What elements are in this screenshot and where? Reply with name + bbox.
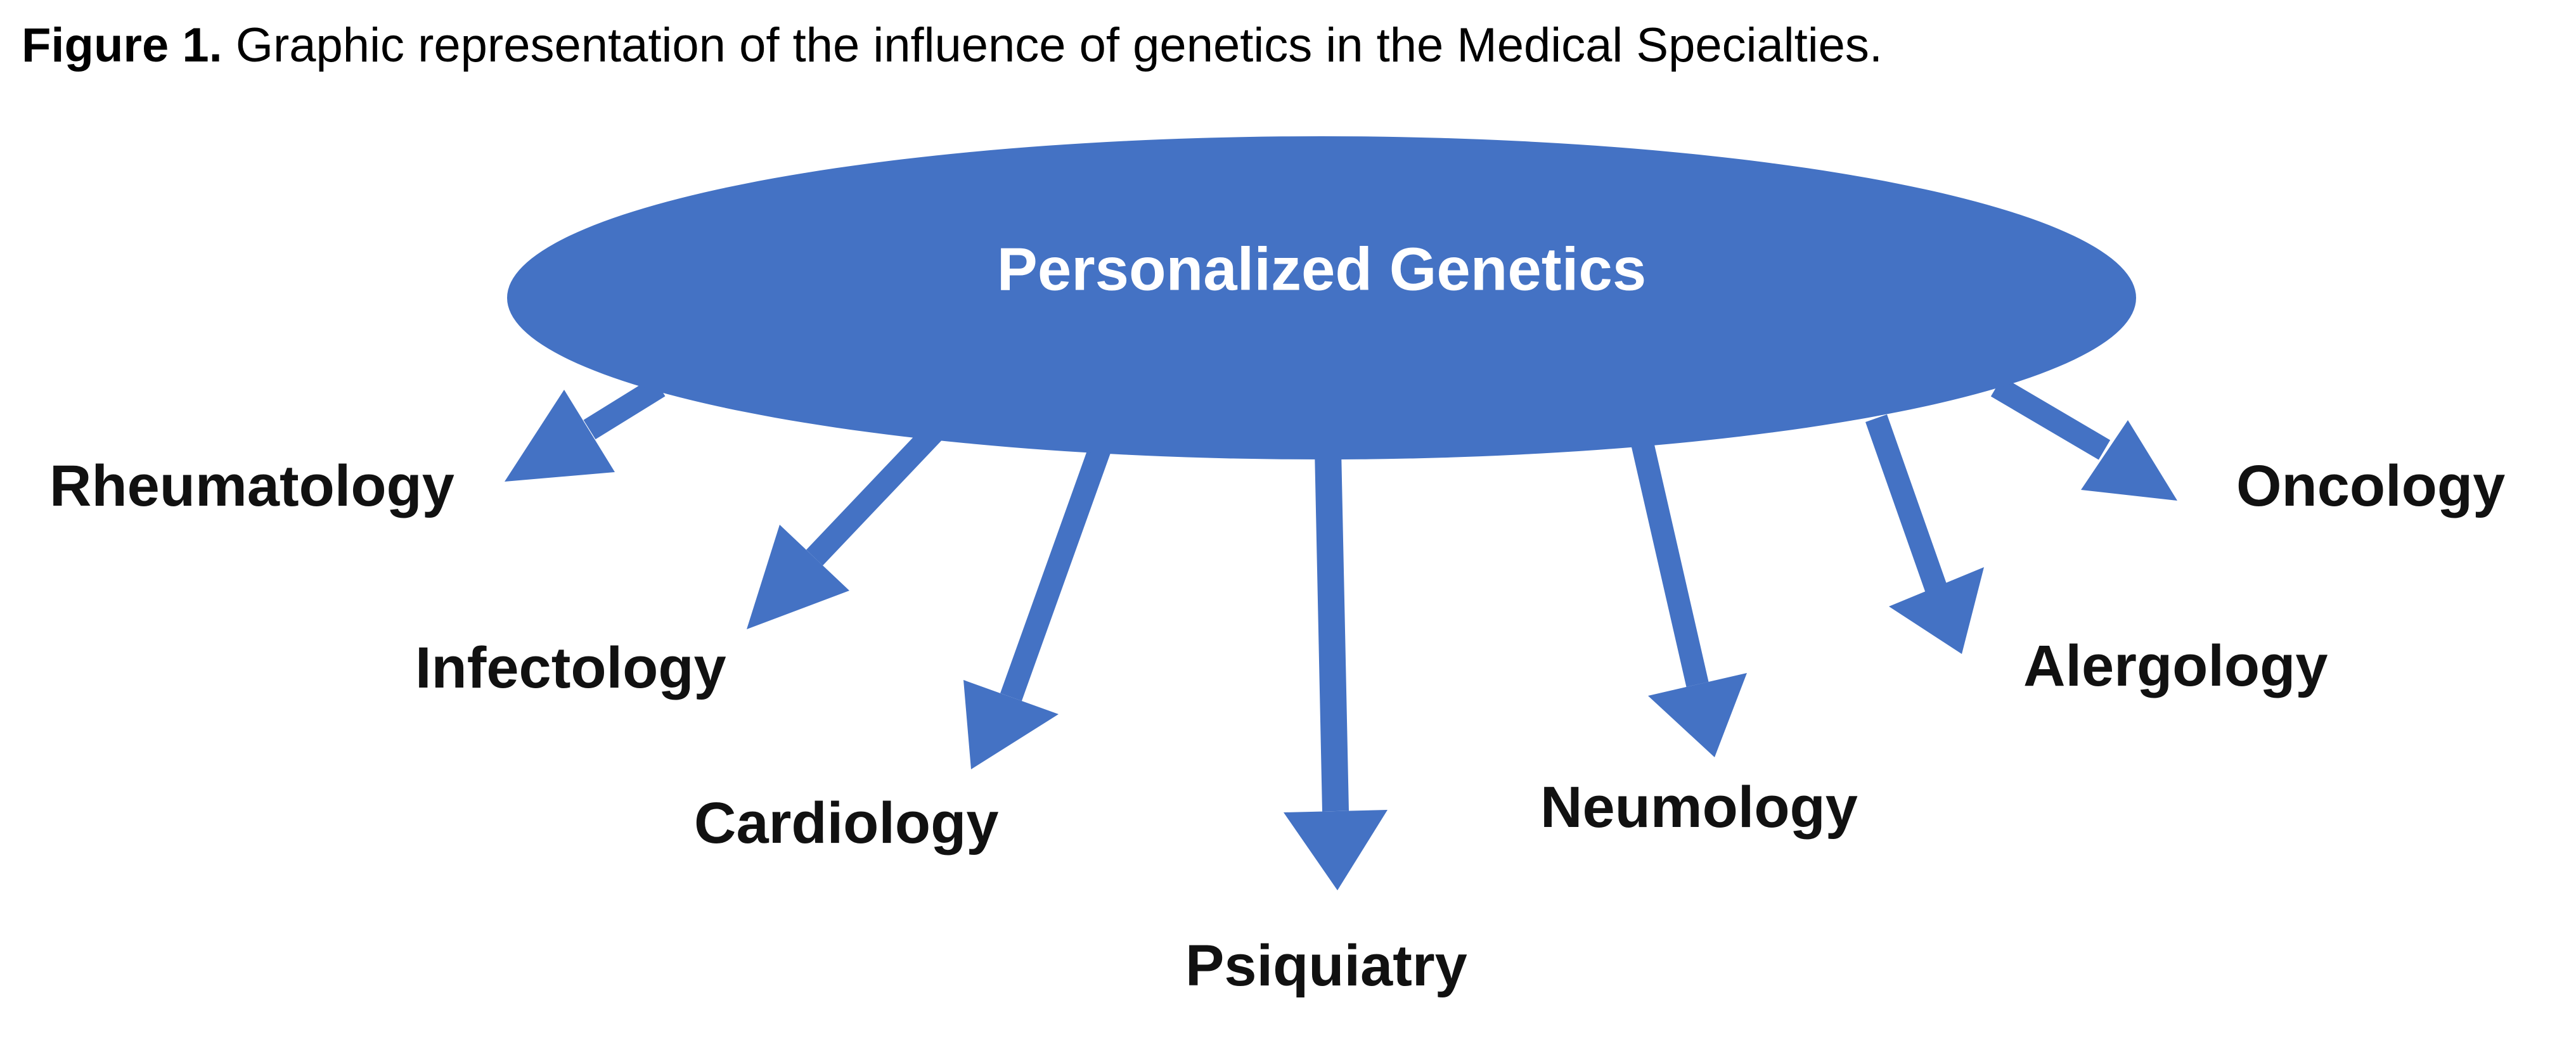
center-ellipse [507, 136, 2136, 459]
label-infectology: Infectology [415, 636, 726, 700]
center-node-label: Personalized Genetics [997, 235, 1646, 303]
label-cardiology: Cardiology [694, 791, 998, 855]
label-alergology: Alergology [2023, 634, 2328, 698]
specialty-labels: Rheumatology Infectology Cardiology Psiq… [49, 454, 2505, 998]
arrow-cardiology [963, 436, 1114, 769]
arrow-neumology [1630, 437, 1747, 757]
arrow-rheumatology [505, 376, 666, 482]
label-psiquiatry: Psiquiatry [1185, 933, 1467, 998]
figure-caption-label: Figure 1. [22, 18, 222, 72]
center-node: Personalized Genetics [507, 136, 2136, 459]
figure-caption: Figure 1. Graphic representation of the … [22, 18, 1883, 73]
arrow-oncology [1990, 376, 2177, 501]
arrow-alergology [1865, 414, 1984, 654]
label-rheumatology: Rheumatology [49, 454, 454, 518]
arrows [505, 376, 2177, 890]
label-neumology: Neumology [1540, 775, 1858, 840]
figure-caption-text: Graphic representation of the influence … [222, 18, 1883, 72]
arrow-infectology [747, 423, 944, 629]
arrow-psiquiatry [1284, 449, 1388, 890]
label-oncology: Oncology [2236, 454, 2505, 518]
